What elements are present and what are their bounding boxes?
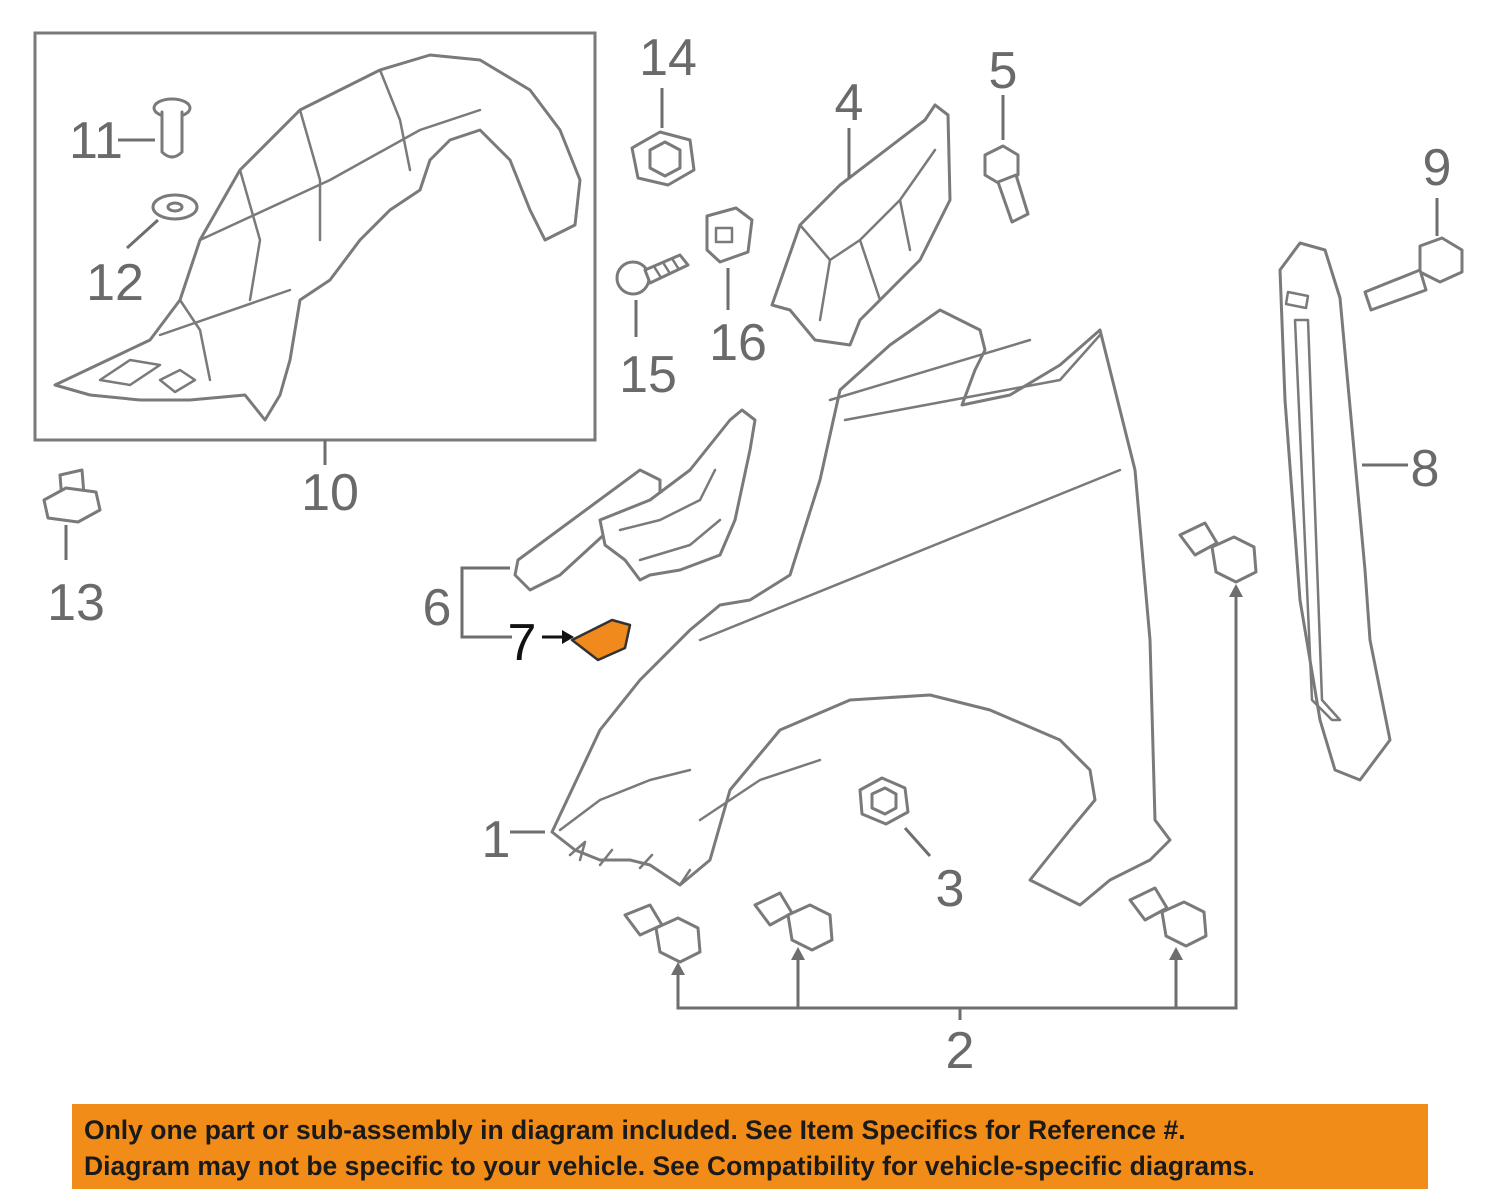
nut-3 — [858, 776, 932, 857]
bolt-2a — [623, 903, 702, 964]
callout-5: 5 — [989, 42, 1018, 100]
bolt-2c — [1128, 886, 1208, 948]
callout-13: 13 — [47, 574, 105, 632]
callout-11: 11 — [69, 112, 123, 170]
callout-14: 14 — [639, 29, 697, 87]
callout-2: 2 — [946, 1022, 975, 1080]
callout-1: 1 — [482, 811, 511, 869]
callout-9: 9 — [1423, 139, 1452, 197]
clip-11 — [152, 97, 192, 159]
callout-12: 12 — [86, 254, 144, 312]
callout-7: 7 — [508, 614, 537, 672]
bracket-4 — [770, 103, 952, 347]
bolt-9 — [1363, 198, 1464, 312]
bolt-2d — [1178, 521, 1258, 584]
highlighted-part-7 — [542, 618, 632, 662]
callout-3: 3 — [936, 860, 965, 918]
fender-1 — [510, 308, 1172, 907]
seal-strip-8 — [1278, 241, 1408, 782]
disclaimer-line-2: Diagram may not be specific to your vehi… — [84, 1151, 1255, 1181]
fender-liner — [53, 53, 582, 422]
callout-6: 6 — [423, 579, 452, 637]
washer-12 — [151, 193, 199, 221]
bolts-2 — [623, 521, 1258, 1020]
callout-15: 15 — [619, 346, 677, 404]
bolt-5 — [983, 95, 1030, 224]
disclaimer-banner: Only one part or sub-assembly in diagram… — [72, 1104, 1428, 1189]
callout-8: 8 — [1411, 440, 1440, 498]
nut-14 — [630, 88, 696, 187]
clip-nut-16 — [705, 206, 754, 310]
mud-guard-6 — [460, 408, 757, 639]
fender-liner-inset — [33, 31, 597, 442]
callout-4: 4 — [835, 74, 864, 132]
bolt-2b — [753, 891, 834, 952]
callout-16: 16 — [709, 314, 767, 372]
disclaimer-line-1: Only one part or sub-assembly in diagram… — [84, 1115, 1186, 1145]
callout-10: 10 — [301, 464, 359, 522]
screw-15 — [615, 253, 690, 337]
clip-13 — [42, 468, 102, 560]
